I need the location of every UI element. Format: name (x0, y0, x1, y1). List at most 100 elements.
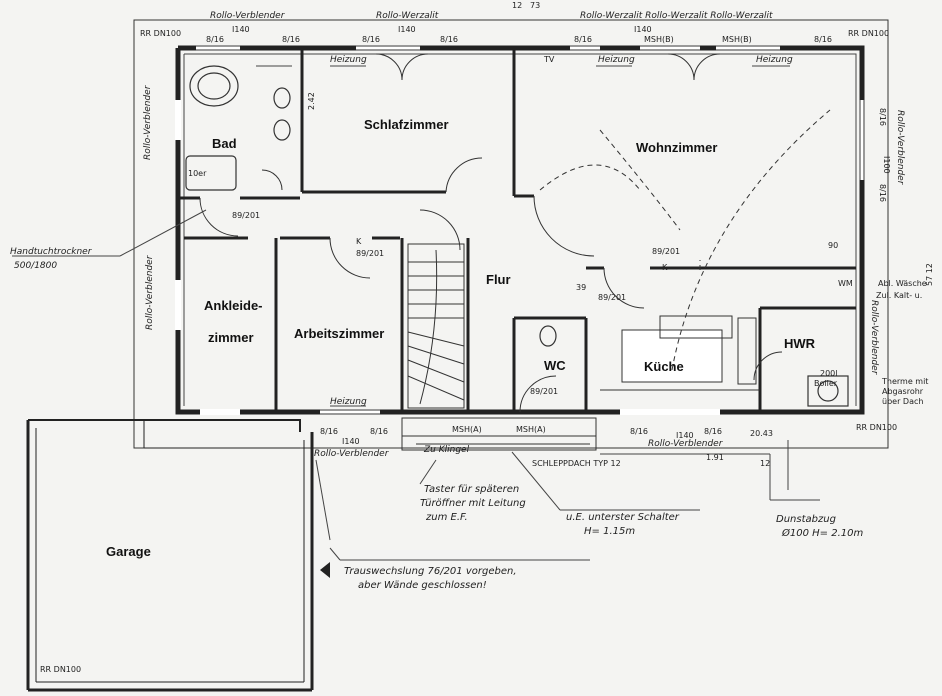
room-label-ankleide-1: Ankleide- (204, 298, 263, 313)
living-room-guidelines (539, 109, 831, 371)
label-rollo-right-2: Rollo-Verblender (869, 300, 879, 376)
door-label-wc: 89/201 (530, 387, 558, 396)
dim-i100: I100 (882, 156, 891, 174)
note-taster-2: Türöffner mit Leitung (420, 498, 526, 509)
dim-816-bottom-2: 8/16 (370, 427, 388, 436)
label-handtuchtrockner-1: Handtuchtrockner (10, 247, 93, 257)
dim-12-top: 12 (512, 1, 522, 10)
note-trauswechslung-1: Trauswechslung 76/201 vorgeben, (344, 566, 517, 577)
window-door-swings (375, 53, 721, 81)
label-rollo-werzalit-right: Rollo-Werzalit Rollo-Werzalit Rollo-Werz… (580, 11, 773, 21)
label-i140-2: I140 (398, 25, 416, 34)
room-label-kueche: Küche (644, 359, 684, 374)
dimension-lines (12, 209, 820, 561)
label-boiler-1: 200l (820, 369, 838, 378)
label-rollo-werzalit-top: Rollo-Werzalit (376, 11, 439, 21)
bath-fixtures (185, 65, 849, 407)
label-wm: WM (838, 279, 853, 288)
room-label-garage: Garage (106, 544, 151, 559)
dim-73-top: 73 (530, 1, 540, 10)
room-label-flur: Flur (486, 272, 511, 287)
label-rr-bottom-right: RR DN100 (856, 423, 897, 432)
note-schalter-1: u.E. unterster Schalter (566, 512, 680, 523)
label-heizung-2: Heizung (598, 55, 635, 65)
garage (26, 419, 314, 692)
note-dunstabzug-1: Dunstabzug (776, 514, 836, 525)
room-label-wc: WC (544, 358, 566, 373)
windows (175, 45, 865, 415)
label-therme-2: Abgasrohr (882, 387, 924, 396)
label-rollo-left-2: Rollo-Verblender (145, 254, 155, 330)
label-i140-1: I140 (232, 25, 250, 34)
dim-816-right-2: 8/16 (878, 184, 887, 202)
roof-outline (133, 19, 889, 449)
interior-walls (178, 48, 856, 412)
dim-816-3: 8/16 (362, 35, 380, 44)
room-label-hwr: HWR (784, 336, 816, 351)
room-label-wohnzimmer: Wohnzimmer (636, 140, 717, 155)
dim-5712: 57 12 (925, 263, 934, 286)
dim-12-bottom: 12 (760, 459, 770, 468)
dim-816-bottom-4: 8/16 (704, 427, 722, 436)
dim-816-5: 8/16 (574, 35, 592, 44)
label-msh-a-2: MSH(A) (516, 425, 546, 434)
label-heizung-1: Heizung (330, 55, 367, 65)
door-label-bad: 89/201 (232, 211, 260, 220)
kitchen-fixtures (600, 315, 760, 391)
note-dunstabzug-2: Ø100 H= 2.10m (781, 527, 863, 539)
garage-wall-marker (320, 562, 330, 578)
label-therme-1: Therme mit (881, 377, 928, 386)
dim-2043: 20.43 (750, 429, 773, 438)
dim-39: 39 (576, 283, 586, 292)
room-label-schlafzimmer: Schlafzimmer (364, 117, 449, 132)
label-rollo-bottom-1: Rollo-Verblender (314, 449, 390, 459)
door-k-2: K (662, 263, 668, 272)
label-therme-3: über Dach (882, 397, 923, 406)
staircase (407, 243, 465, 409)
note-trauswechslung-2: aber Wände geschlossen! (358, 580, 487, 591)
dim-816-bottom-1: 8/16 (320, 427, 338, 436)
label-abl-waesche: Abl. Wäsche (878, 279, 927, 288)
dim-816-2: 8/16 (282, 35, 300, 44)
note-taster-1: Taster für späteren (424, 484, 519, 495)
door-label-arbeit: 89/201 (356, 249, 384, 258)
label-rr-top-left: RR DN100 (140, 29, 181, 38)
label-tv: TV (543, 55, 555, 64)
label-rollo-right: Rollo-Verblender (895, 110, 905, 186)
dim-816-bottom-3: 8/16 (630, 427, 648, 436)
dim-816-4: 8/16 (440, 35, 458, 44)
room-label-bad: Bad (212, 136, 237, 151)
label-msh-b-2: MSH(B) (722, 35, 752, 44)
label-rr-garage: RR DN100 (40, 665, 81, 674)
label-handtuchtrockner-2: 500/1800 (14, 261, 57, 271)
door-swings (199, 157, 783, 413)
entrance-canopy (401, 417, 597, 451)
label-i140-bottom-2: I140 (676, 431, 694, 440)
room-label-ankleide-2: zimmer (208, 330, 254, 345)
label-rr-top-right: RR DN100 (848, 29, 889, 38)
label-zu-klingel: Zu Klingel (423, 445, 470, 455)
label-boiler-2: Boiler (814, 379, 838, 388)
dim-816-1: 8/16 (206, 35, 224, 44)
label-i140-3: I140 (634, 25, 652, 34)
note-taster-3: zum E.F. (425, 512, 468, 523)
label-heizung-3: Heizung (756, 55, 793, 65)
label-schleppdach: SCHLEPPDACH TYP 12 (532, 459, 621, 468)
label-i140-bottom: I140 (342, 437, 360, 446)
room-label-arbeitszimmer: Arbeitszimmer (294, 326, 384, 341)
label-rollo-left-1: Rollo-Verblender (143, 84, 153, 160)
door-k-1: K (356, 237, 362, 246)
door-label-wohn: 89/201 (652, 247, 680, 256)
label-rollo-verblender-top: Rollo-Verblender (210, 11, 286, 21)
door-label-kueche: 89/201 (598, 293, 626, 302)
label-rollo-bottom-2: Rollo-Verblender (648, 439, 724, 449)
dim-90: 90 (828, 241, 838, 250)
dim-242: 2.42 (307, 92, 316, 110)
dim-191: 1.91 (706, 453, 724, 462)
dim-816-6: 8/16 (814, 35, 832, 44)
label-kalt-warm: Zul. Kalt- u. (876, 291, 922, 300)
label-msh-b-1: MSH(B) (644, 35, 674, 44)
heating-lines (256, 65, 790, 407)
label-heizung-4: Heizung (330, 397, 367, 407)
